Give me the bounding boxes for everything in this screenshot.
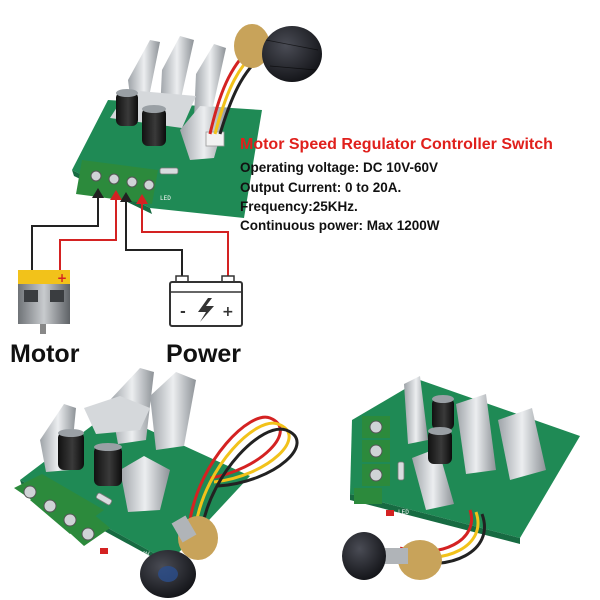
battery-icon: - + — [169, 275, 243, 327]
spec-continuous-power: Continuous power: Max 1200W — [240, 218, 440, 233]
led-silkscreen: LED — [160, 195, 171, 202]
bottom-left-board: 20V12V LED — [14, 368, 299, 598]
lightning-bolt-icon — [198, 298, 214, 322]
board-silkscreen: 20V12V — [366, 519, 388, 526]
board-silkscreen: 20V12V — [128, 551, 150, 558]
potentiometer-knob — [342, 532, 442, 580]
product-title: Motor Speed Regulator Controller Switch — [240, 136, 553, 153]
terminal-block — [14, 474, 110, 546]
potentiometer-knob — [140, 515, 218, 598]
led-silkscreen: LED — [398, 509, 409, 516]
motor-label: Motor — [10, 340, 80, 368]
led-silkscreen: LED — [112, 543, 123, 550]
potentiometer-knob — [234, 24, 322, 82]
terminal-block — [354, 416, 390, 504]
spec-frequency: Frequency:25KHz. — [240, 199, 358, 214]
spec-operating-voltage: Operating voltage: DC 10V-60V — [240, 160, 439, 175]
motor-icon: + — [18, 270, 70, 334]
motor-plus-sign: + — [57, 271, 67, 285]
wiring-diagram — [31, 188, 229, 276]
bottom-right-board: 20V12V LED — [342, 376, 580, 580]
capacitor — [116, 89, 166, 146]
spec-output-current: Output Current: 0 to 20A. — [240, 180, 402, 195]
power-label: Power — [166, 340, 242, 368]
battery-plus-sign: + — [222, 304, 234, 320]
battery-minus-sign: - — [180, 304, 186, 320]
top-controller-board: LED — [72, 24, 322, 218]
